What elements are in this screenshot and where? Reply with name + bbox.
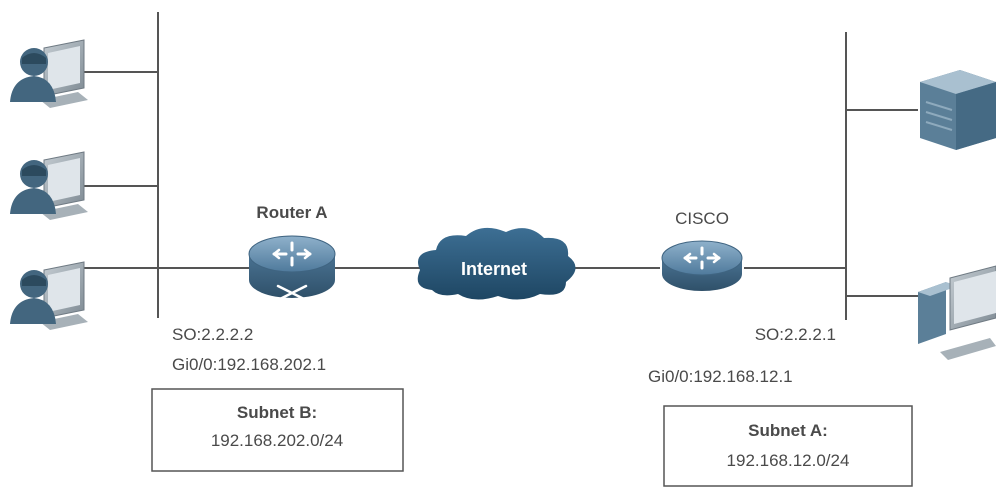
desktop-computer-icon (918, 265, 996, 360)
subnet-b-network: 192.168.202.0/24 (211, 431, 343, 450)
subnet-b-box: Subnet B: 192.168.202.0/24 (151, 388, 404, 472)
cisco-serial-address: SO:2.2.2.1 (755, 325, 836, 344)
user-workstation-icon (9, 151, 89, 221)
cisco-gig-address: Gi0/0:192.168.12.1 (648, 367, 793, 386)
user-workstation-icon (9, 39, 89, 109)
internet-label: Internet (461, 259, 527, 279)
router-icon (661, 240, 743, 291)
router-a-x-mark (276, 284, 308, 302)
subnet-b-title: Subnet B: (237, 403, 317, 422)
router-a-gig-address: Gi0/0:192.168.202.1 (172, 355, 326, 374)
subnet-a-box: Subnet A: 192.168.12.0/24 (663, 405, 913, 487)
user-workstation-icon (9, 261, 89, 331)
router-icon (247, 234, 337, 300)
router-a-serial-address: SO:2.2.2.2 (172, 325, 253, 344)
server-icon (920, 70, 996, 150)
cloud-icon (417, 227, 576, 300)
router-a-name: Router A (256, 203, 327, 222)
cisco-router-name: CISCO (675, 209, 729, 228)
subnet-a-network: 192.168.12.0/24 (727, 451, 850, 470)
subnet-a-title: Subnet A: (748, 421, 828, 440)
